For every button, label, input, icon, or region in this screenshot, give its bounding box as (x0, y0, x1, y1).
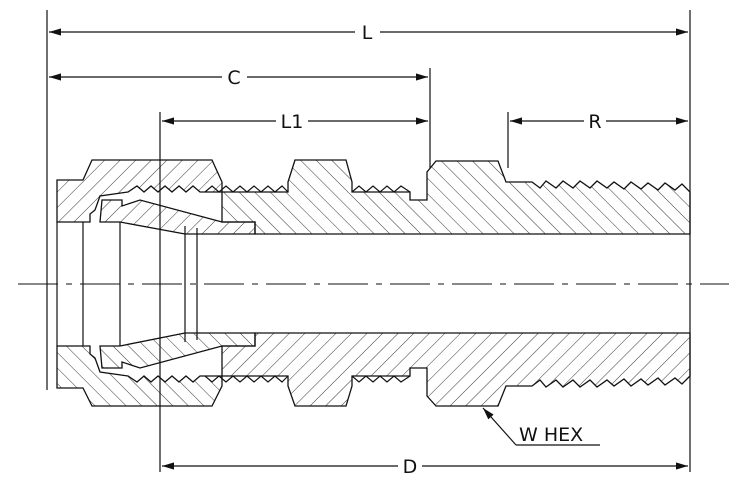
dim-L1-label: L1 (281, 111, 304, 133)
dim-C-label: C (227, 67, 240, 89)
dim-D-label: D (403, 456, 418, 478)
body-bottom (221, 332, 691, 407)
body-top (221, 159, 691, 235)
dim-R-label: R (588, 111, 601, 133)
nut-top (56, 159, 223, 223)
hex-callout-label: W HEX (519, 424, 583, 446)
hex-leader (482, 407, 517, 446)
ferrule-bottom (99, 332, 256, 369)
ferrule-top (99, 199, 256, 235)
nut-bottom (56, 345, 223, 407)
dim-L-label: L (362, 22, 373, 44)
